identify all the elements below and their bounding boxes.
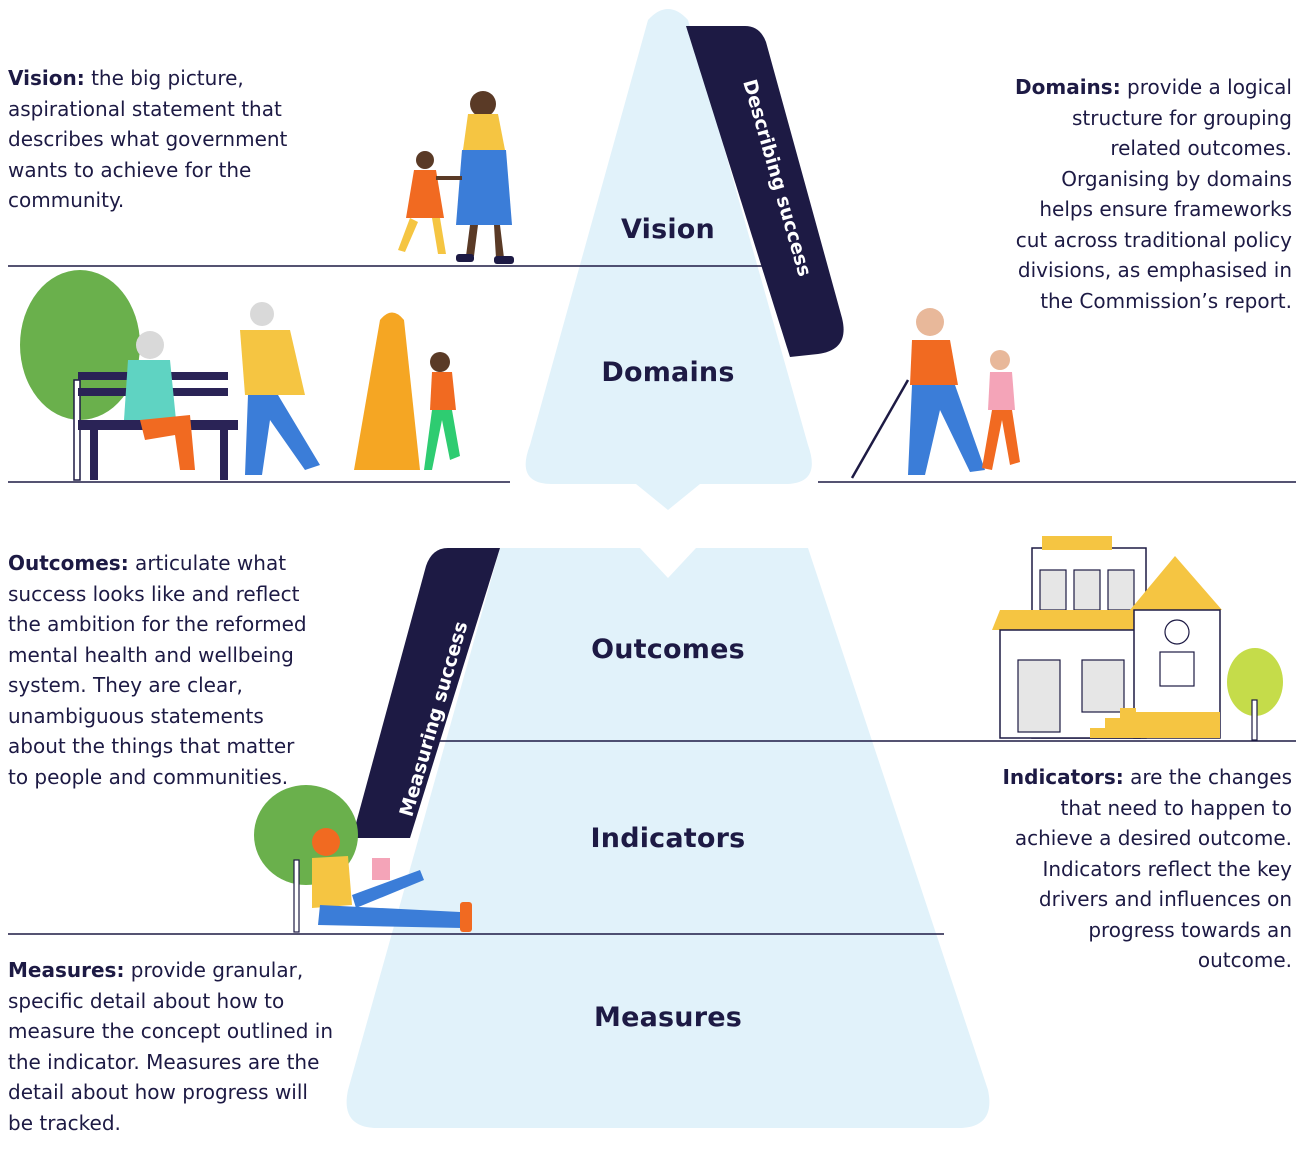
- reader-under-tree-illustration: [254, 785, 472, 933]
- indicators-text: are the changes that need to happen to a…: [1014, 765, 1292, 972]
- vision-term: Vision:: [8, 66, 85, 90]
- describing-success-band: [686, 26, 844, 357]
- outcomes-description: Outcomes: articulate what success looks …: [8, 548, 308, 792]
- measures-description: Measures: provide granular, specific det…: [8, 955, 338, 1138]
- measures-text: provide granular, specific detail about …: [8, 958, 333, 1135]
- outcomes-term: Outcomes:: [8, 551, 129, 575]
- indicators-description: Indicators: are the changes that need to…: [1000, 762, 1292, 976]
- domains-term: Domains:: [1015, 75, 1121, 99]
- level-domains: Domains: [601, 357, 735, 388]
- domains-text: provide a logical structure for grouping…: [1015, 75, 1292, 313]
- woman-and-child-illustration: [398, 91, 514, 264]
- level-indicators: Indicators: [590, 823, 746, 854]
- level-vision: Vision: [621, 214, 715, 245]
- indicators-term: Indicators:: [1002, 765, 1124, 789]
- level-outcomes: Outcomes: [591, 634, 745, 665]
- upper-pyramid: [525, 9, 812, 510]
- measures-term: Measures:: [8, 958, 125, 982]
- vision-text: the big picture, aspirational statement …: [8, 66, 288, 212]
- outcomes-text: articulate what success looks like and r…: [8, 551, 307, 789]
- domains-description: Domains: provide a logical structure for…: [1010, 72, 1292, 316]
- level-measures: Measures: [594, 1002, 742, 1033]
- park-bench-illustration: [20, 270, 460, 481]
- vision-description: Vision: the big picture, aspirational st…: [8, 63, 338, 216]
- buildings-illustration: [992, 536, 1283, 741]
- measuring-success-band: [352, 548, 500, 838]
- man-and-child-illustration: [850, 308, 1020, 479]
- lower-pyramid: [346, 548, 990, 1128]
